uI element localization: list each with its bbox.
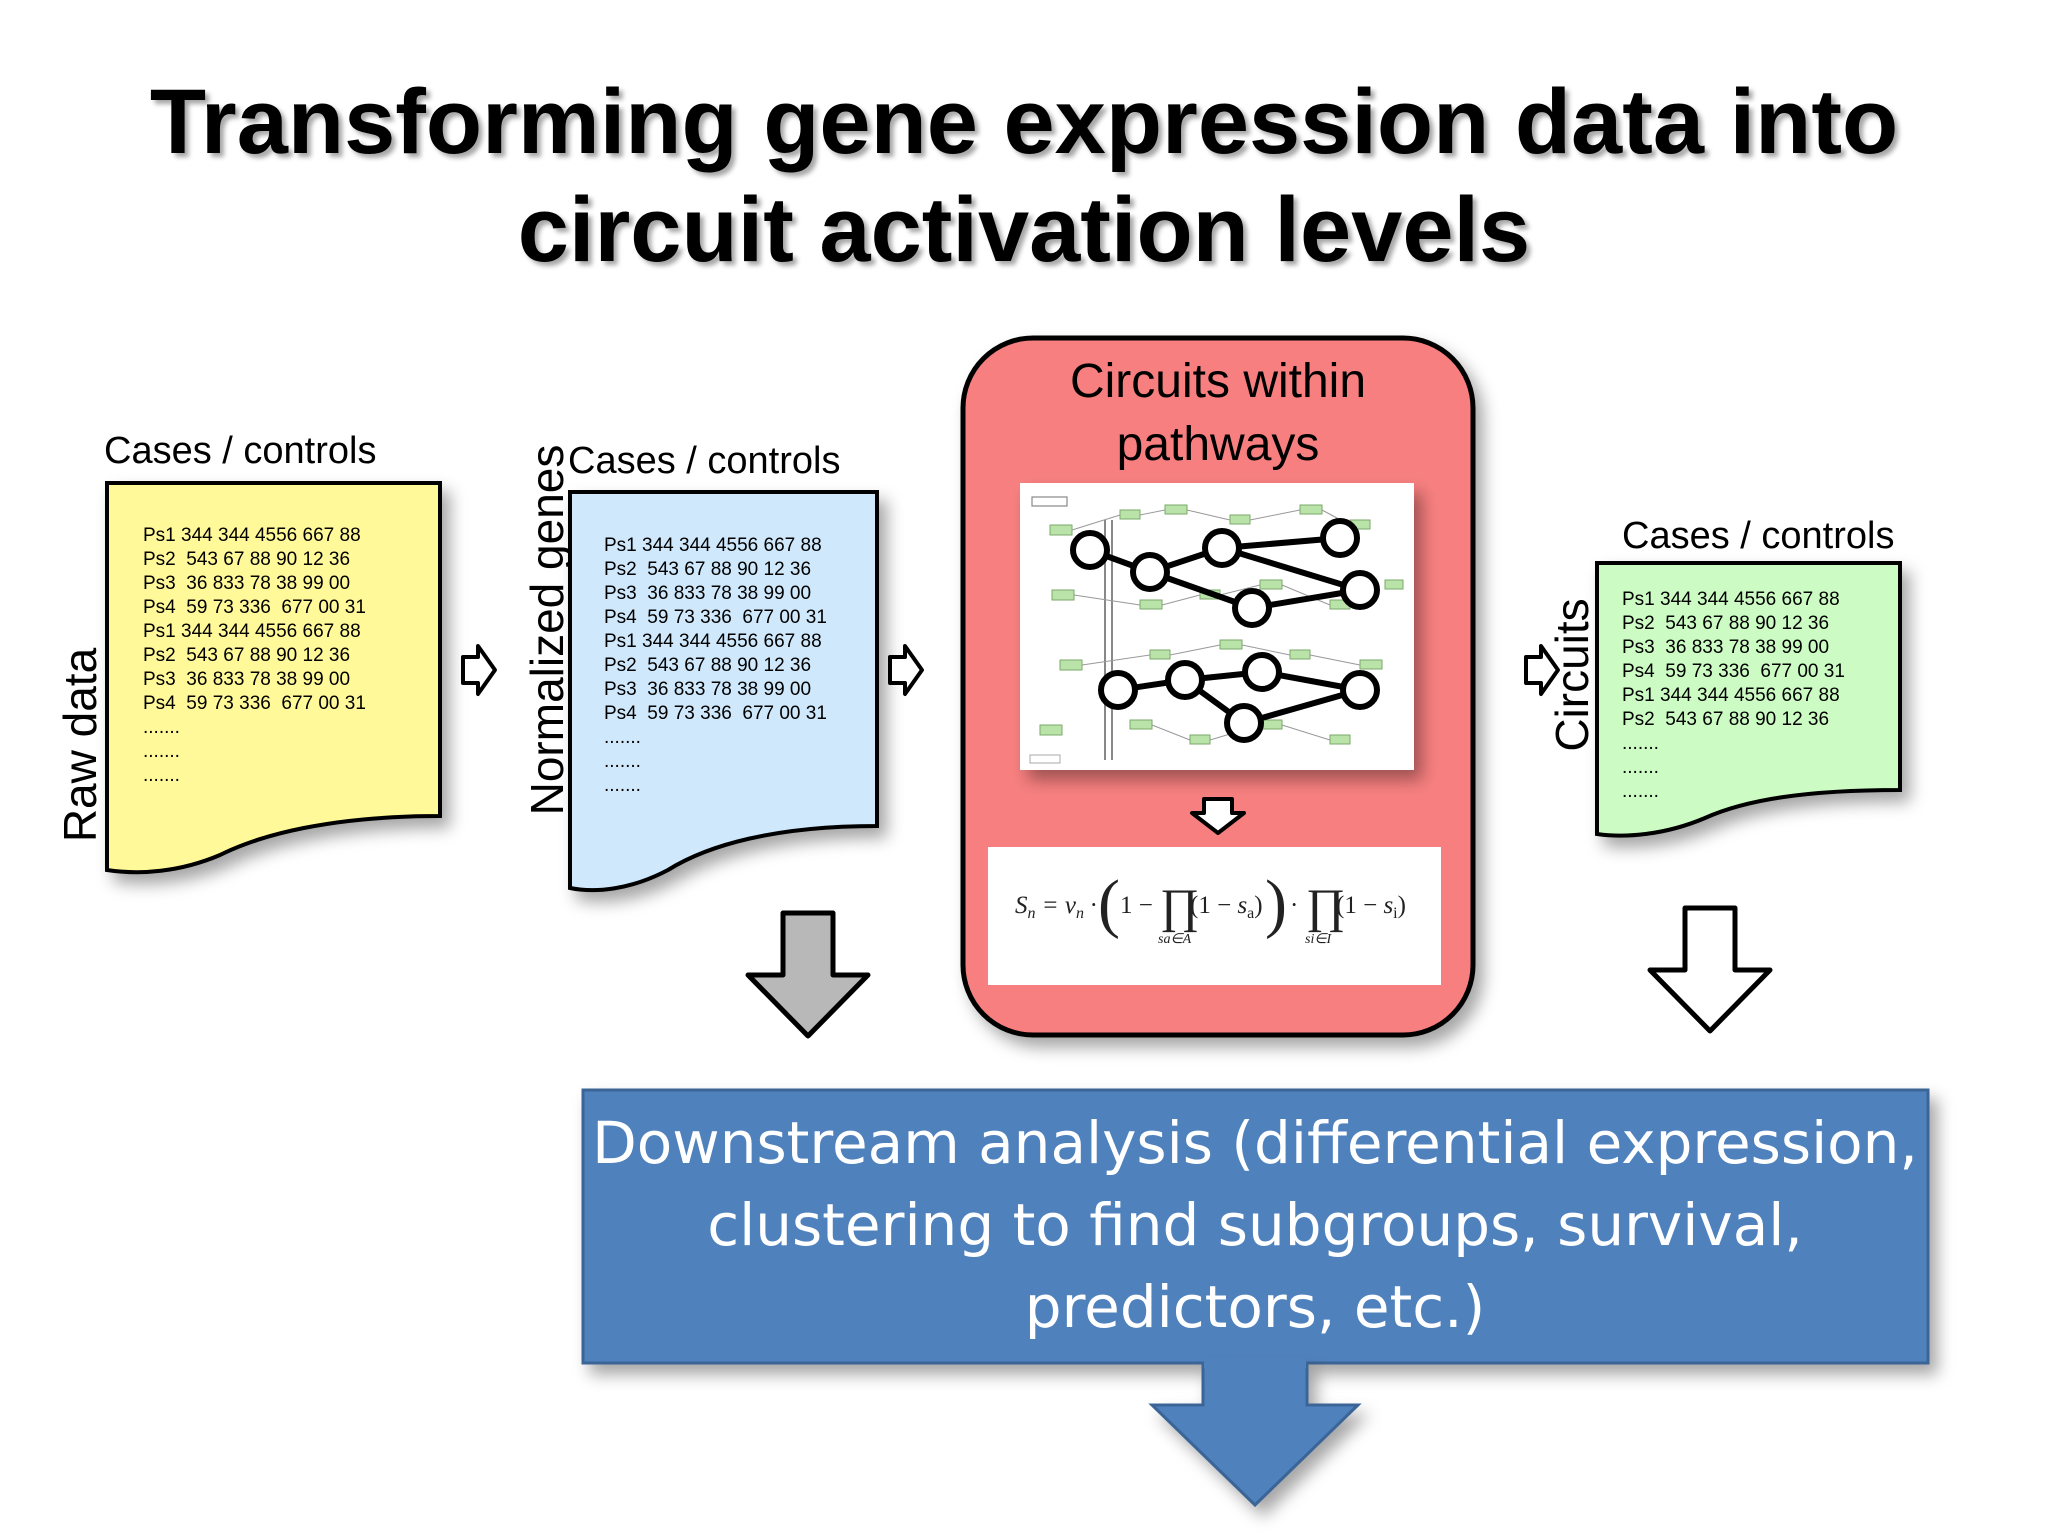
data-row: Ps1 344 344 4556 667 88 xyxy=(1622,685,1840,706)
circuit-node xyxy=(1340,570,1380,610)
svg-text:): ) xyxy=(1265,867,1287,940)
raw-data-side-label: Raw data xyxy=(54,647,106,842)
circuit-node xyxy=(1070,530,1110,570)
data-row: Ps4 59 73 336 677 00 31 xyxy=(1622,661,1845,682)
circuits-panel: Circuits within pathways xyxy=(960,335,1476,1038)
raw-data-header: Cases / controls xyxy=(104,430,376,472)
data-row: Ps4 59 73 336 677 00 31 xyxy=(604,703,827,724)
gray-down-arrow-icon xyxy=(745,910,871,1039)
data-row: Ps3 36 833 78 38 99 00 xyxy=(143,669,350,690)
data-row: Ps1 344 344 4556 667 88 xyxy=(604,535,822,556)
data-row: ....... xyxy=(604,751,641,772)
data-row: ....... xyxy=(1622,781,1659,802)
circuit-node xyxy=(1242,652,1282,692)
circuit-node xyxy=(1320,518,1360,558)
svg-text:1 −: 1 − xyxy=(1120,892,1153,919)
circuits-side-label: Circuits xyxy=(1546,598,1598,751)
data-row: ....... xyxy=(1622,733,1659,754)
normalized-genes-sheet xyxy=(568,490,879,893)
slide-title: Transforming gene expression data into c… xyxy=(0,68,2048,284)
formula-box xyxy=(988,847,1441,985)
circuit-node xyxy=(1202,528,1242,568)
circuits-document: Circuits Cases / controls Ps1 344 344 45… xyxy=(1546,515,1902,838)
svg-text:(: ( xyxy=(1098,867,1120,940)
hollow-right-arrow-icon xyxy=(1524,644,1560,696)
data-row: Ps3 36 833 78 38 99 00 xyxy=(1622,637,1829,658)
data-row: Ps2 543 67 88 90 12 36 xyxy=(604,559,811,580)
title-line-1: Transforming gene expression data into xyxy=(149,71,1899,173)
normalized-genes-side-label: Normalized genes xyxy=(521,445,573,816)
circuit-node xyxy=(1098,670,1138,710)
data-row: Ps2 543 67 88 90 12 36 xyxy=(604,655,811,676)
svg-text:∏: ∏ xyxy=(1306,880,1346,933)
data-row: Ps3 36 833 78 38 99 00 xyxy=(604,679,811,700)
circuit-node xyxy=(1340,670,1380,710)
raw-data-document: Raw data Cases / controls Ps1 344 344 45… xyxy=(54,430,442,875)
data-row: Ps4 59 73 336 677 00 31 xyxy=(604,607,827,628)
downstream-line-1: Downstream analysis (differential expres… xyxy=(592,1109,1918,1177)
downstream-down-arrow-icon xyxy=(1148,1361,1362,1508)
downstream-line-2: clustering to find subgroups, survival, xyxy=(707,1191,1803,1259)
white-down-arrow-icon xyxy=(1647,905,1773,1034)
data-row: Ps1 344 344 4556 667 88 xyxy=(604,631,822,652)
data-row: ....... xyxy=(1622,757,1659,778)
data-row: Ps3 36 833 78 38 99 00 xyxy=(143,573,350,594)
formula-sub-2: si∈I xyxy=(1305,932,1333,947)
svg-text:(1 − si): (1 − si) xyxy=(1336,892,1406,922)
svg-text:·: · xyxy=(1290,892,1298,919)
data-row: ....... xyxy=(604,775,641,796)
data-row: ....... xyxy=(604,727,641,748)
data-row: ....... xyxy=(143,741,180,762)
circuits-sheet xyxy=(1595,561,1902,838)
circuits-header: Cases / controls xyxy=(1622,515,1894,557)
circuits-panel-title-2: pathways xyxy=(1117,418,1320,471)
circuit-node xyxy=(1165,660,1205,700)
title-line-2: circuit activation levels xyxy=(517,179,1531,281)
data-row: Ps2 543 67 88 90 12 36 xyxy=(143,549,350,570)
circuit-nodes xyxy=(1070,518,1380,743)
circuit-node xyxy=(1130,552,1170,592)
hollow-right-arrow-icon xyxy=(461,644,497,696)
hollow-down-arrow-icon xyxy=(1190,797,1246,835)
data-row: Ps1 344 344 4556 667 88 xyxy=(1622,589,1840,610)
normalized-genes-document: Normalized genes Cases / controls Ps1 34… xyxy=(521,440,879,893)
svg-text:∏: ∏ xyxy=(1160,880,1200,933)
normalized-genes-header: Cases / controls xyxy=(568,440,840,482)
data-row: Ps1 344 344 4556 667 88 xyxy=(143,525,361,546)
data-row: Ps3 36 833 78 38 99 00 xyxy=(604,583,811,604)
downstream-analysis: Downstream analysis (differential expres… xyxy=(581,1088,1930,1508)
circuits-rows: Ps1 344 344 4556 667 88 Ps2 543 67 88 90 … xyxy=(1622,589,1845,802)
hollow-right-arrow-icon xyxy=(888,644,924,696)
circuit-node xyxy=(1232,588,1272,628)
data-row: Ps4 59 73 336 677 00 31 xyxy=(143,693,366,714)
normalized-genes-rows: Ps1 344 344 4556 667 88 Ps2 543 67 88 90 … xyxy=(604,535,827,796)
downstream-box xyxy=(581,1088,1930,1365)
data-row: ....... xyxy=(143,765,180,786)
data-row: Ps4 59 73 336 677 00 31 xyxy=(143,597,366,618)
raw-data-rows: Ps1 344 344 4556 667 88 Ps2 543 67 88 90 … xyxy=(143,525,366,786)
circuits-panel-title-1: Circuits within xyxy=(1070,355,1366,408)
circuit-node xyxy=(1224,703,1264,743)
formula-sub-1: sa∈A xyxy=(1158,932,1192,947)
data-row: ....... xyxy=(143,717,180,738)
data-row: Ps2 543 67 88 90 12 36 xyxy=(1622,709,1829,730)
data-row: Ps2 543 67 88 90 12 36 xyxy=(143,645,350,666)
data-row: Ps2 543 67 88 90 12 36 xyxy=(1622,613,1829,634)
downstream-line-3: predictors, etc.) xyxy=(1025,1273,1485,1341)
svg-text:Sn = vn ·: Sn = vn · xyxy=(1015,892,1096,922)
raw-data-sheet xyxy=(105,481,442,875)
data-row: Ps1 344 344 4556 667 88 xyxy=(143,621,361,642)
